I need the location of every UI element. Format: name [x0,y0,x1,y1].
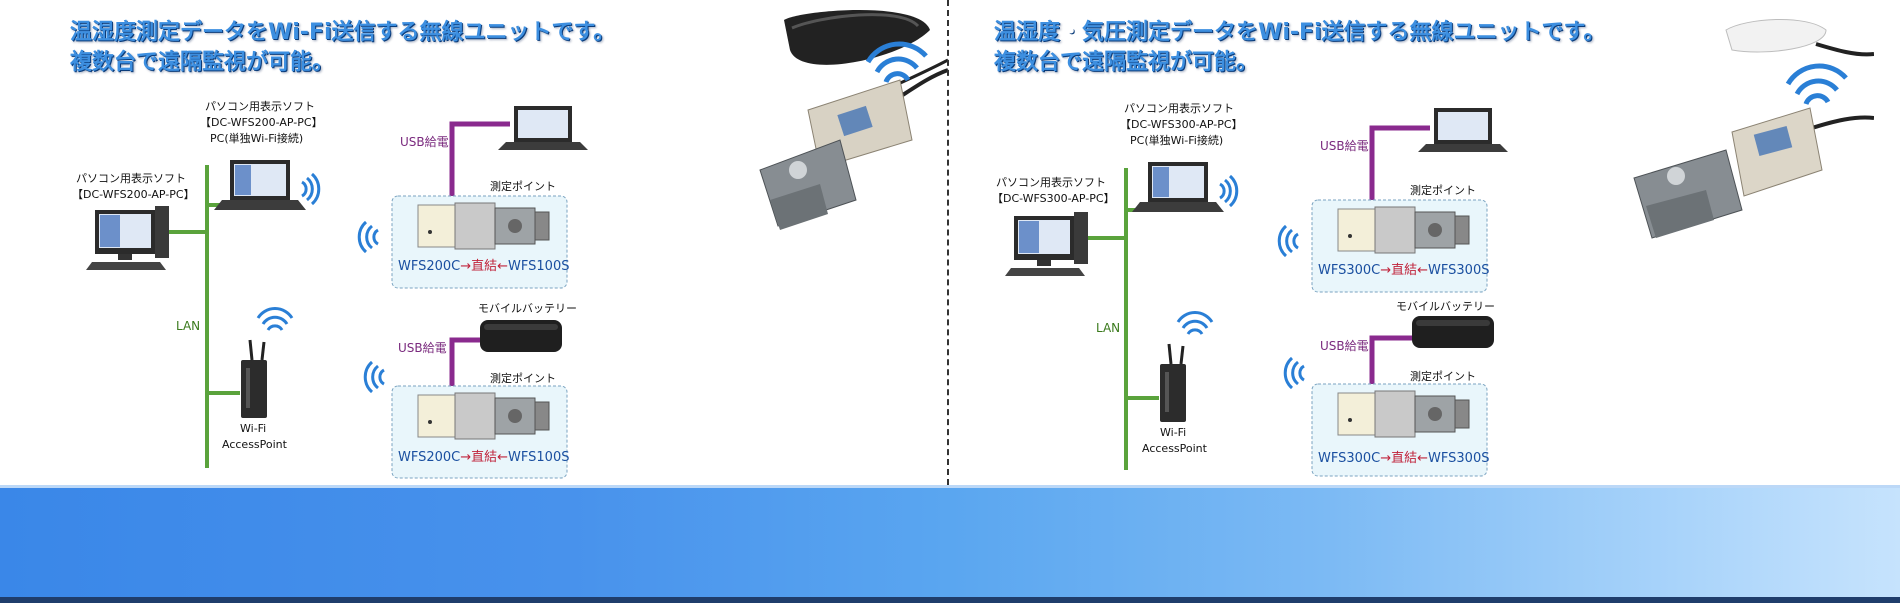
lan-label: LAN [1096,321,1120,335]
unit-1-right-model: WFS300S [1428,263,1489,278]
battery-label: モバイルバッテリー [478,302,577,315]
right-system-diagram: LAN パソコン用表示ソフト 【DC-WFS300-AP-PC】 [992,18,1874,477]
laptop-soft-note: PC(単独Wi-Fi接続) [210,131,303,145]
pc-soft-model: 【DC-WFS200-AP-PC】 [72,188,195,201]
unit-2-wifi-icon [363,360,385,394]
left-headline: 温湿度測定データをWi-Fi送信する無線ユニットです。 複数台で遠隔監視が可能。 [70,18,615,78]
laptop-icon [1132,162,1224,212]
left-system-diagram: LAN パソコン用表示ソフト 【DC-WFS200-AP-PC】 [72,10,948,479]
left-panel: 温湿度測定データをWi-Fi送信する無線ユニットです。 複数台で遠隔監視が可能。… [0,0,948,485]
access-point-wifi-icon [256,307,294,331]
sensor-unit-1 [1337,206,1470,254]
desktop-pc-icon [86,206,169,270]
unit-1-wifi-icon [1277,224,1299,258]
usb-cable-2 [449,337,480,392]
unit-1-left: WFS200C→直結←WFS100S [398,259,569,274]
unit-2-direct: →直結← [460,450,508,465]
right-headline-rest: 測定データをWi-Fi送信する無線ユニットです。 [1126,20,1606,45]
unit-2-left-model: WFS200C [398,450,460,465]
usb-power-2: USB給電 [1320,339,1369,353]
access-point-icon [1160,343,1186,422]
product-wifi-icon-right [1785,63,1848,106]
access-point-wifi-icon [1176,311,1214,335]
pc-soft-label: パソコン用表示ソフト [996,175,1106,189]
unit-1-left-model: WFS200C [398,259,460,274]
measure-point-1: 測定ポイント [1410,183,1476,197]
unit-2-wifi-icon [1283,356,1305,390]
unit-2-right-model: WFS300S [1428,451,1489,466]
measure-point-1: 測定ポイント [490,179,556,193]
usb-cable-2 [1369,335,1412,388]
laptop-soft-label: パソコン用表示ソフト [205,99,315,113]
unit-1-left: WFS300C→直結←WFS300S [1318,263,1489,278]
access-point-icon [241,339,267,418]
right-panel: 温湿度・気圧測定データをWi-Fi送信する無線ユニットです。 複数台で遠隔監視が… [926,0,1874,485]
ap-line1: Wi-Fi [240,422,266,435]
right-headline-pressure: 気圧 [1082,20,1127,45]
remote-laptop-icon [1418,108,1508,152]
sensor-unit-1 [417,202,550,250]
left-headline-line1: 温湿度測定データをWi-Fi送信する無線ユニットです。 [70,20,616,45]
unit-1-direct: →直結← [460,259,508,274]
sensor-unit-2 [1337,390,1470,438]
battery-label: モバイルバッテリー [1396,300,1495,313]
left-headline-line2: 複数台で遠隔監視が可能。 [70,50,335,75]
right-headline: 温湿度・気圧測定データをWi-Fi送信する無線ユニットです。 複数台で遠隔監視が… [994,18,1605,78]
pc-soft-label: パソコン用表示ソフト [76,171,186,185]
product-wifi-icon-left [865,41,928,84]
laptop-wifi-icon [301,172,321,206]
laptop-soft-note: PC(単独Wi-Fi接続) [1130,133,1223,147]
laptop-soft-model: 【DC-WFS300-AP-PC】 [1120,118,1243,131]
right-headline-temp-humidity: 温湿度 [994,20,1061,45]
usb-power-1: USB給電 [400,135,449,149]
ap-line2: AccessPoint [222,438,288,451]
laptop-soft-label: パソコン用表示ソフト [1124,101,1234,115]
pc-soft-model: 【DC-WFS300-AP-PC】 [992,192,1115,205]
ap-line2: AccessPoint [1142,442,1208,455]
lan-label: LAN [176,319,200,333]
right-headline-line2: 複数台で遠隔監視が可能。 [994,50,1259,75]
unit-1-left-model: WFS300C [1318,263,1380,278]
usb-cable-1 [1369,125,1430,204]
product-photo-left [759,10,948,230]
panel-divider [947,0,949,485]
ap-line1: Wi-Fi [1160,426,1186,439]
unit-2-left-model: WFS300C [1318,451,1380,466]
unit-2-left: WFS200C→直結←WFS100S [398,450,569,465]
unit-2-right-model: WFS100S [508,450,569,465]
bottom-gradient-band [0,485,1900,603]
right-headline-line1: 温湿度・気圧測定データをWi-Fi送信する無線ユニットです。 [994,18,1605,48]
usb-power-2: USB給電 [398,341,447,355]
unit-1-direct: →直結← [1380,263,1428,278]
mobile-battery-icon [1412,316,1494,348]
usb-power-1: USB給電 [1320,139,1369,153]
measure-point-2: 測定ポイント [1410,369,1476,383]
remote-laptop-icon [498,106,588,150]
laptop-wifi-icon [1219,174,1239,208]
unit-1-right-model: WFS100S [508,259,569,274]
laptop-soft-model: 【DC-WFS200-AP-PC】 [200,116,323,129]
mobile-battery-icon [480,320,562,352]
product-photo-right [1633,18,1874,239]
usb-cable-1 [449,121,510,200]
measure-point-2: 測定ポイント [490,371,556,385]
unit-1-wifi-icon [357,220,379,254]
unit-2-direct: →直結← [1380,451,1428,466]
desktop-pc-icon [1005,212,1088,276]
laptop-icon [214,160,306,210]
unit-2-left: WFS300C→直結←WFS300S [1318,451,1489,466]
right-headline-dot: ・ [1060,20,1083,45]
sensor-unit-2 [417,392,550,440]
